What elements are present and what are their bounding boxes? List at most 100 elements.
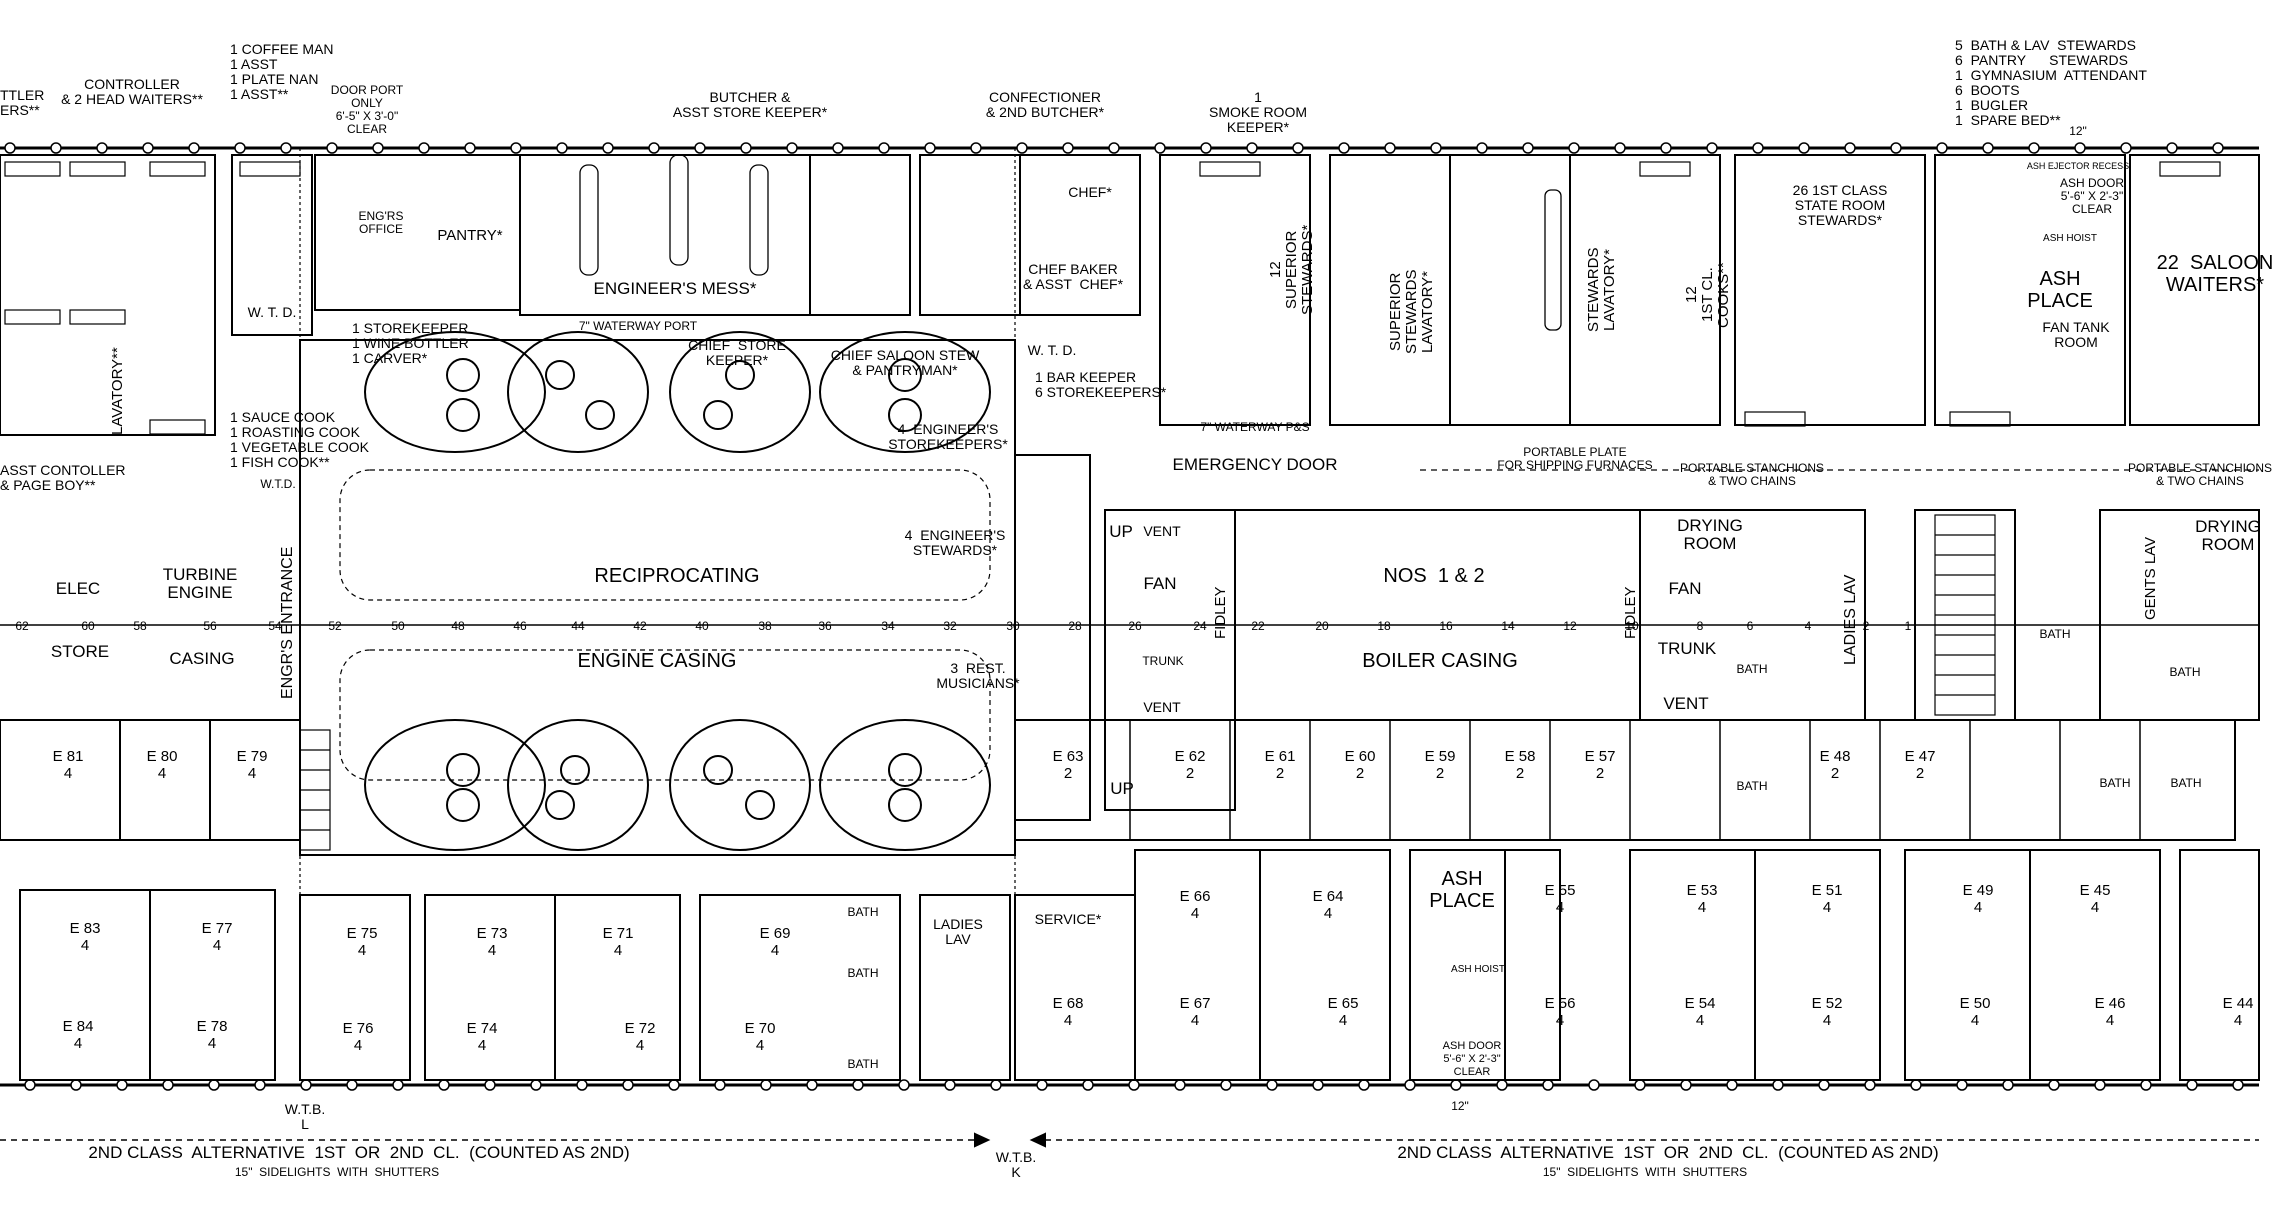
saloon-waiters-label: 22 SALOON WAITERS* (2156, 252, 2273, 296)
sidelight (648, 142, 660, 154)
cabin-label: E 65 4 (1327, 995, 1359, 1029)
bath-label-f: BATH (2170, 776, 2202, 790)
sidelight (1910, 1079, 1922, 1091)
frame-number: 6 (1746, 619, 1754, 633)
butler-note: TTLER ERS** (0, 87, 45, 118)
engineers-mess-label: ENGINEER'S MESS* (593, 279, 757, 298)
emergency-door-label: EMERGENCY DOOR (1172, 455, 1338, 474)
stewards-lav-label: STEWARDS LAVATORY* (1585, 247, 1618, 333)
coffee-crew-note: 1 COFFEE MAN 1 ASST 1 PLATE NAN 1 ASST** (230, 41, 334, 102)
sidelight (1956, 1079, 1968, 1091)
cabin-label: E 63 2 (1052, 748, 1084, 782)
cabin-label: E 48 2 (1819, 748, 1851, 782)
sidelight (96, 142, 108, 154)
sidelight (1864, 1079, 1876, 1091)
sidelight (1338, 142, 1350, 154)
bath-label-e: BATH (2099, 776, 2131, 790)
superior-stewards-label: 12 SUPERIOR STEWARDS* (1267, 224, 1316, 316)
up-top-label: UP (1109, 522, 1133, 541)
cabin-label: E 68 4 (1052, 995, 1084, 1029)
sidelight (418, 142, 430, 154)
frame-number: 62 (15, 619, 29, 633)
cabin-label: E 57 2 (1584, 748, 1616, 782)
sidelight (1496, 1079, 1508, 1091)
cabin-label: E 83 4 (69, 920, 101, 954)
sidelight (694, 142, 706, 154)
sidelight (2166, 142, 2178, 154)
sidelight (786, 142, 798, 154)
cabin-label: E 47 2 (1904, 748, 1936, 782)
portable-stanchions-right-label: PORTABLE STANCHIONS & TWO CHAINS (2127, 461, 2273, 488)
sidelight (760, 1079, 772, 1091)
frame-number: 26 (1128, 619, 1142, 633)
sidelight (602, 142, 614, 154)
frame-number: 36 (818, 619, 832, 633)
sidelight (924, 142, 936, 154)
sidelight (740, 142, 752, 154)
frame-number: 42 (633, 619, 647, 633)
sidelight (714, 1079, 726, 1091)
cabin-label: E 75 4 (346, 925, 378, 959)
sidelight (1982, 142, 1994, 154)
bottom-right-caption: 2ND CLASS ALTERNATIVE 1ST OR 2ND CL. (CO… (1397, 1143, 1939, 1162)
bottom-left-sub: 15" SIDELIGHTS WITH SHUTTERS (234, 1165, 440, 1179)
frame-number: 1 (1904, 619, 1912, 633)
sidelight (1430, 142, 1442, 154)
sidelight (464, 142, 476, 154)
sidelight (1174, 1079, 1186, 1091)
sidelight (4, 142, 16, 154)
bath-label-b: BATH (1736, 662, 1768, 676)
store-label: STORE (50, 642, 110, 661)
fan-right-label: FAN (1668, 579, 1702, 598)
sidelight (1266, 1079, 1278, 1091)
cabin-label: E 56 4 (1544, 995, 1576, 1029)
cabin-label: E 81 4 (52, 748, 84, 782)
bath-label-i: BATH (847, 1057, 879, 1071)
sidelight (1200, 142, 1212, 154)
frame-number: 54 (268, 619, 282, 633)
cabin-label: E 44 4 (2222, 995, 2254, 1029)
sidelights-top (4, 142, 2224, 154)
frame-number: 32 (943, 619, 957, 633)
twelve-inch-top: 12" (2069, 124, 2087, 138)
sidelight (1614, 142, 1626, 154)
drying-room-right-label: DRYING ROOM (2195, 517, 2261, 554)
asst-controller-note: ASST CONTOLLER & PAGE BOY** (0, 462, 126, 493)
sidelight (1588, 1079, 1600, 1091)
trunk-label: TRUNK (1657, 639, 1717, 658)
frame-number: 18 (1377, 619, 1391, 633)
cabin-label: E 70 4 (744, 1020, 776, 1054)
sidelight (162, 1079, 174, 1091)
portable-stanchions-label: PORTABLE STANCHIONS & TWO CHAINS (1679, 461, 1825, 488)
sidelight (2232, 1079, 2244, 1091)
sidelight (2186, 1079, 2198, 1091)
sidelight (1036, 1079, 1048, 1091)
sidelight (1634, 1079, 1646, 1091)
sidelight (1476, 142, 1488, 154)
sidelight (1220, 1079, 1232, 1091)
sidelight (392, 1079, 404, 1091)
cabin-label: E 72 4 (624, 1020, 656, 1054)
first-cl-cooks-label: 12 1ST CL. COOKS** (1683, 262, 1732, 328)
cabin-label: E 79 4 (236, 748, 268, 782)
fan-mid-label: FAN (1143, 574, 1177, 593)
sidelight (1752, 142, 1764, 154)
bath-label-d: BATH (1736, 779, 1768, 793)
bar-keeper-note: 1 BAR KEEPER 6 STOREKEEPERS* (1035, 369, 1167, 400)
cabin-label: E 50 4 (1959, 995, 1991, 1029)
chef-baker-note: CHEF BAKER & ASST CHEF* (1022, 261, 1124, 292)
cabin-label: E 49 4 (1962, 882, 1994, 916)
elec-label: ELEC (55, 579, 101, 598)
lavatory-left-label: LAVATORY** (109, 347, 126, 435)
sidelight (852, 1079, 864, 1091)
cabin-label: E 74 4 (466, 1020, 498, 1054)
waterway-ps-label: 7" WATERWAY P&S (1200, 420, 1310, 434)
cabin-label: E 84 4 (62, 1018, 94, 1052)
cabin-label: E 77 4 (201, 920, 233, 954)
cabin-label: E 78 4 (196, 1018, 228, 1052)
sidelight (208, 1079, 220, 1091)
gents-lav-label: GENTS LAV (2142, 536, 2159, 620)
cabin-label: E 67 4 (1179, 995, 1211, 1029)
wtd-mid-label: W. T. D. (1027, 342, 1077, 358)
ash-door-bottom-label: ASH DOOR 5'-6" X 2'-3" CLEAR (1442, 1040, 1502, 1078)
